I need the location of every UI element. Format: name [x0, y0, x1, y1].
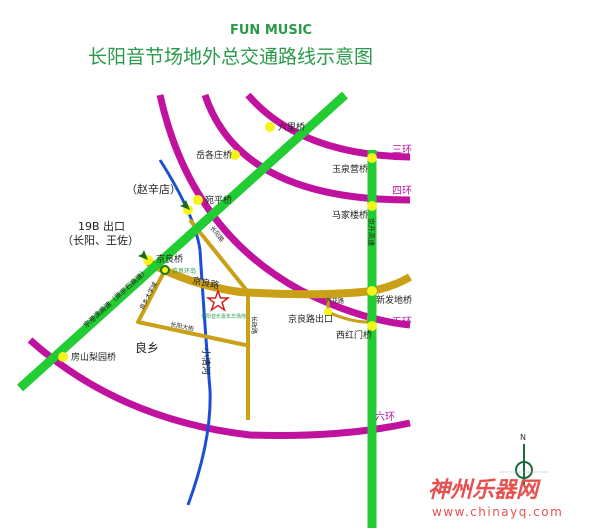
label-roundabout: 京良环岛	[172, 267, 196, 275]
label-jingliang-exit: 京良路出口	[288, 313, 333, 325]
label-yuquanying: 玉泉营桥	[332, 163, 368, 175]
label-luhua: 芦花路	[326, 297, 344, 305]
road-loop	[136, 269, 251, 348]
label-wanping: 宛平桥	[205, 194, 232, 206]
label-zhaoxindian: （赵辛店）	[126, 182, 181, 196]
label-road-jingliang: 京良路	[191, 274, 220, 291]
ring-4	[201, 93, 411, 204]
node-fangshan[interactable]	[58, 352, 68, 362]
arrow-icon	[134, 246, 148, 260]
watermark-url: www.chinayq.com	[432, 505, 563, 519]
ring-3	[245, 92, 411, 161]
label-exit-19b: 19B 出口	[78, 219, 125, 233]
label-yuegezhuang: 岳各庄桥	[196, 149, 232, 161]
venue-star-icon[interactable]	[205, 288, 231, 312]
node-yuquanying[interactable]	[367, 153, 377, 163]
label-ring-4: 四环	[392, 186, 412, 197]
road-jingliang	[146, 258, 413, 299]
label-highway-right: 京开高速	[367, 218, 376, 246]
node-xihongmen[interactable]	[367, 321, 377, 331]
brand-text: FUN MUSIC	[230, 23, 312, 38]
node-jingliang-exit[interactable]	[324, 308, 332, 316]
label-fangshan: 房山梨园桥	[71, 351, 116, 363]
ring-6	[27, 337, 411, 439]
label-xihongmen: 西红门桥	[336, 329, 372, 341]
interchanges	[58, 122, 377, 362]
road-diagonal	[188, 218, 250, 420]
watermark-name: 神州乐器网	[428, 478, 541, 503]
label-ring-3: 三环	[392, 145, 412, 156]
local-roads	[136, 218, 413, 420]
label-exit-dest: （长阳、王佐）	[62, 233, 139, 247]
label-vert-road: 长政路	[250, 316, 258, 334]
label-river: 小清河	[200, 348, 212, 375]
map-title: 长阳音节场地外总交通路线示意图	[88, 46, 373, 68]
north-compass-icon: N	[500, 433, 548, 485]
node-xinfadi[interactable]	[367, 286, 377, 296]
label-liangxiang: 良乡	[135, 340, 159, 355]
arrow-icon	[176, 196, 190, 210]
label-venue: 长阳音乐嘉年华场地	[201, 313, 246, 320]
compass-n: N	[520, 433, 526, 442]
label-jingliang: 京良桥	[156, 253, 183, 265]
label-liuli: 六里桥	[278, 121, 305, 133]
node-majialou[interactable]	[367, 201, 377, 211]
node-liuli[interactable]	[265, 122, 275, 132]
label-majialou: 马家楼桥	[332, 209, 368, 221]
highway-jinggangao	[16, 91, 349, 392]
node-roundabout[interactable]	[160, 265, 170, 275]
ring-roads	[27, 92, 411, 439]
node-wanping[interactable]	[193, 195, 203, 205]
label-ring-6: 六环	[375, 411, 395, 423]
label-ring-5: 五环	[392, 317, 412, 328]
label-xinfadi: 新发地桥	[376, 294, 412, 306]
node-yuegezhuang[interactable]	[230, 150, 240, 160]
